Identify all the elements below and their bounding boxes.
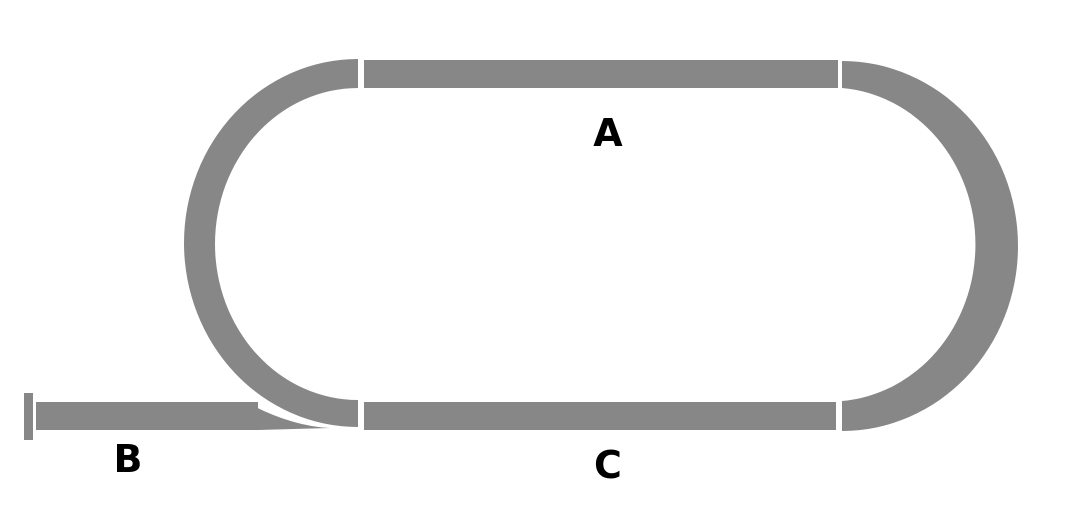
track-curve-left <box>184 59 358 427</box>
track-siding-b <box>36 402 258 430</box>
track-straight-c <box>364 402 836 430</box>
track-label-c: C <box>594 443 622 487</box>
buffer-stop <box>24 393 33 440</box>
track-label-b: B <box>114 437 143 481</box>
track-straight-a <box>364 60 838 88</box>
track-curve-right <box>842 61 1018 431</box>
track-turnout <box>246 402 330 430</box>
track-label-a: A <box>593 111 623 155</box>
